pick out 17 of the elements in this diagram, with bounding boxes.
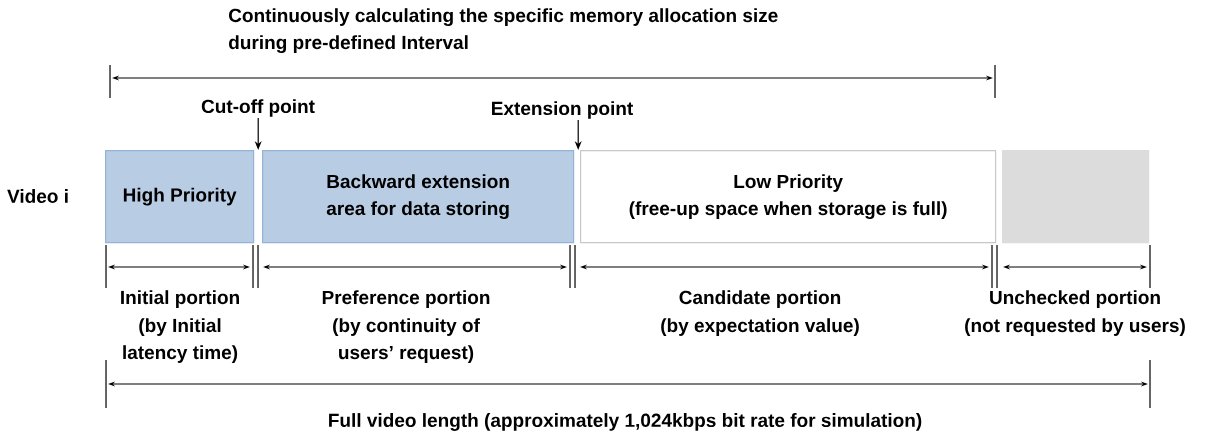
dimension-text: Full video length (approximately 1,024kbps bit rate for simulation) (329, 413, 922, 431)
portion-note: (not requested by users) (965, 318, 1185, 336)
portion-note: (by Initial latency time) (123, 318, 238, 363)
portion-label: Preference portion (322, 290, 490, 308)
point-label: Cut-off point (201, 99, 315, 117)
point-label: Extension point (492, 101, 633, 119)
portion-label: Unchecked portion (990, 290, 1160, 308)
row-label: Video i (7, 189, 68, 203)
priority-box: Low Priority (free-up space when storage is full) (580, 150, 997, 244)
portion-note: (by expectation value) (661, 318, 859, 336)
dimension-text: Continuously calculating the specific memory allocation size during pre-defined Interval (229, 8, 778, 53)
portion-label: Initial portion (121, 290, 239, 308)
empty-box (1002, 150, 1150, 244)
portion-note: (by continuity of users’ request) (333, 318, 480, 363)
portion-label: Candidate portion (679, 290, 841, 308)
priority-box: High Priority (105, 150, 255, 244)
priority-box: Backward extension area for data storing (262, 150, 575, 244)
